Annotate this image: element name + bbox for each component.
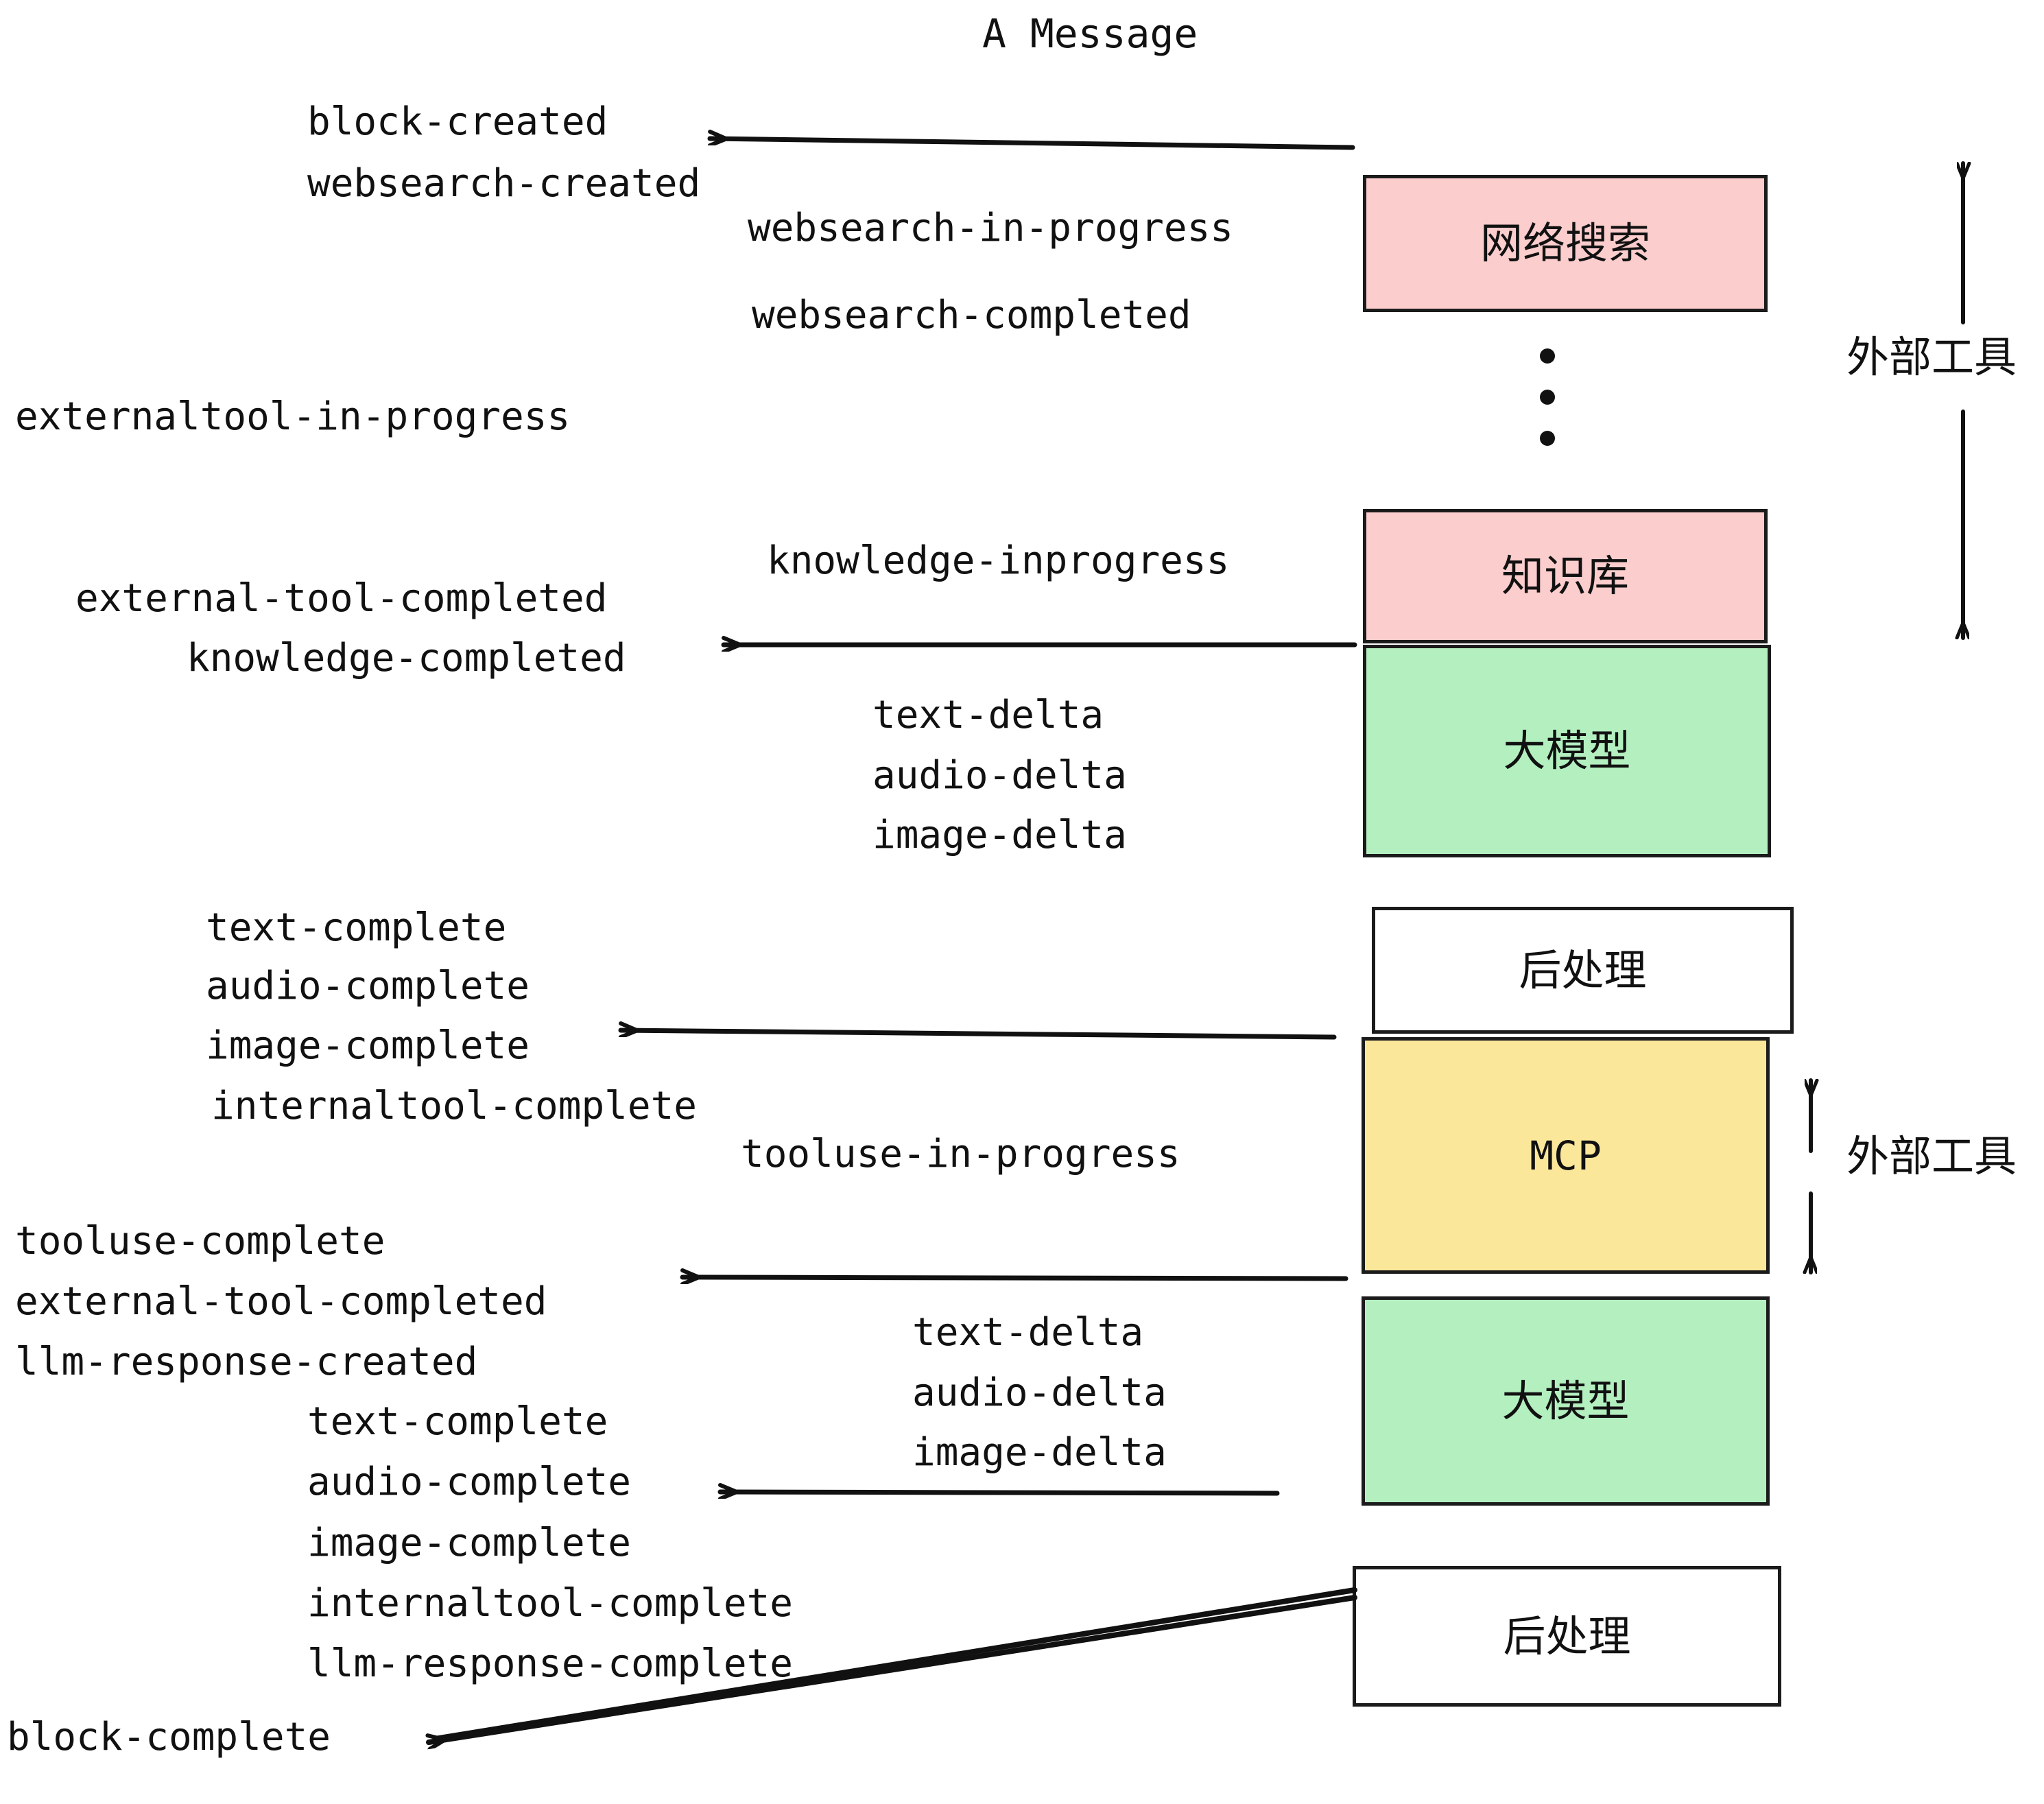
page-title: A Message: [982, 10, 1198, 57]
arrow-block-complete-line: [439, 1732, 1355, 1737]
node-knowledge[interactable]: 知识库: [1363, 509, 1768, 643]
event-label-websearch-in-progress: websearch-in-progress: [748, 206, 1234, 250]
event-label-tooluse-complete: tooluse-complete: [15, 1219, 385, 1263]
event-label-external-tool-completed-2: external-tool-completed: [15, 1279, 547, 1324]
node-websearch-label: 网络搜索: [1479, 218, 1650, 268]
event-label-text-delta-2: text-delta: [912, 1310, 1144, 1355]
node-websearch[interactable]: 网络搜索: [1363, 175, 1768, 312]
ellipsis-dot-1: [1540, 348, 1555, 364]
event-label-image-complete-1: image-complete: [206, 1023, 530, 1068]
node-llm-second[interactable]: 大模型: [1362, 1296, 1770, 1506]
arrow-postprocess-to-image-complete: [618, 1030, 1337, 1040]
event-label-knowledge-inprogress: knowledge-inprogress: [767, 538, 1230, 583]
event-label-websearch-created: websearch-created: [307, 161, 701, 206]
node-mcp-label: MCP: [1530, 1132, 1602, 1179]
event-label-block-created: block-created: [307, 99, 608, 144]
event-label-internaltool-complete-2: internaltool-complete: [307, 1581, 794, 1626]
arrow-llm-second-to-audio-complete: [717, 1492, 1280, 1493]
node-llm-second-label: 大模型: [1501, 1375, 1630, 1426]
node-postprocess-second-label: 后处理: [1503, 1611, 1631, 1661]
event-label-audio-complete-2: audio-complete: [307, 1460, 632, 1504]
event-label-text-complete-1: text-complete: [206, 905, 507, 950]
event-label-text-complete-2: text-complete: [307, 1399, 608, 1444]
node-postprocess-first[interactable]: 后处理: [1372, 907, 1794, 1034]
event-label-llm-response-complete: llm-response-complete: [307, 1641, 794, 1686]
event-label-image-complete-2: image-complete: [307, 1521, 632, 1565]
event-label-audio-complete-1: audio-complete: [206, 964, 530, 1008]
event-label-audio-delta-2: audio-delta: [912, 1370, 1167, 1415]
event-label-audio-delta-1: audio-delta: [872, 753, 1127, 798]
node-llm-first[interactable]: 大模型: [1363, 645, 1771, 857]
event-label-image-delta-1: image-delta: [872, 813, 1127, 857]
ellipsis-dot-2: [1540, 390, 1555, 405]
event-label-tooluse-in-progress: tooluse-in-progress: [741, 1132, 1180, 1176]
ellipsis-dot-3: [1540, 431, 1555, 446]
node-knowledge-label: 知识库: [1501, 551, 1629, 601]
node-mcp[interactable]: MCP: [1362, 1037, 1770, 1274]
node-postprocess-second[interactable]: 后处理: [1353, 1566, 1781, 1707]
event-label-external-tool-completed-1: external-tool-completed: [75, 576, 608, 621]
event-label-knowledge-completed: knowledge-completed: [187, 636, 626, 680]
event-label-image-delta-2: image-delta: [912, 1430, 1167, 1475]
arrow-mcp-to-tooluse-complete: [680, 1277, 1348, 1279]
event-label-llm-response-created: llm-response-created: [15, 1340, 478, 1384]
event-label-externaltool-in-progress: externaltool-in-progress: [15, 394, 571, 439]
arrow-websearch-to-block-created: [707, 139, 1355, 150]
event-label-internaltool-complete-1: internaltool-complete: [211, 1084, 698, 1128]
node-postprocess-first-label: 后处理: [1519, 945, 1647, 995]
event-label-text-delta-1: text-delta: [872, 693, 1104, 737]
group-label-external-tool-bottom: 外部工具: [1846, 1131, 2017, 1181]
event-label-block-complete: block-complete: [7, 1715, 331, 1759]
node-llm-first-label: 大模型: [1503, 726, 1631, 776]
event-label-websearch-completed: websearch-completed: [752, 293, 1191, 337]
group-label-external-tool-top: 外部工具: [1846, 332, 2017, 382]
